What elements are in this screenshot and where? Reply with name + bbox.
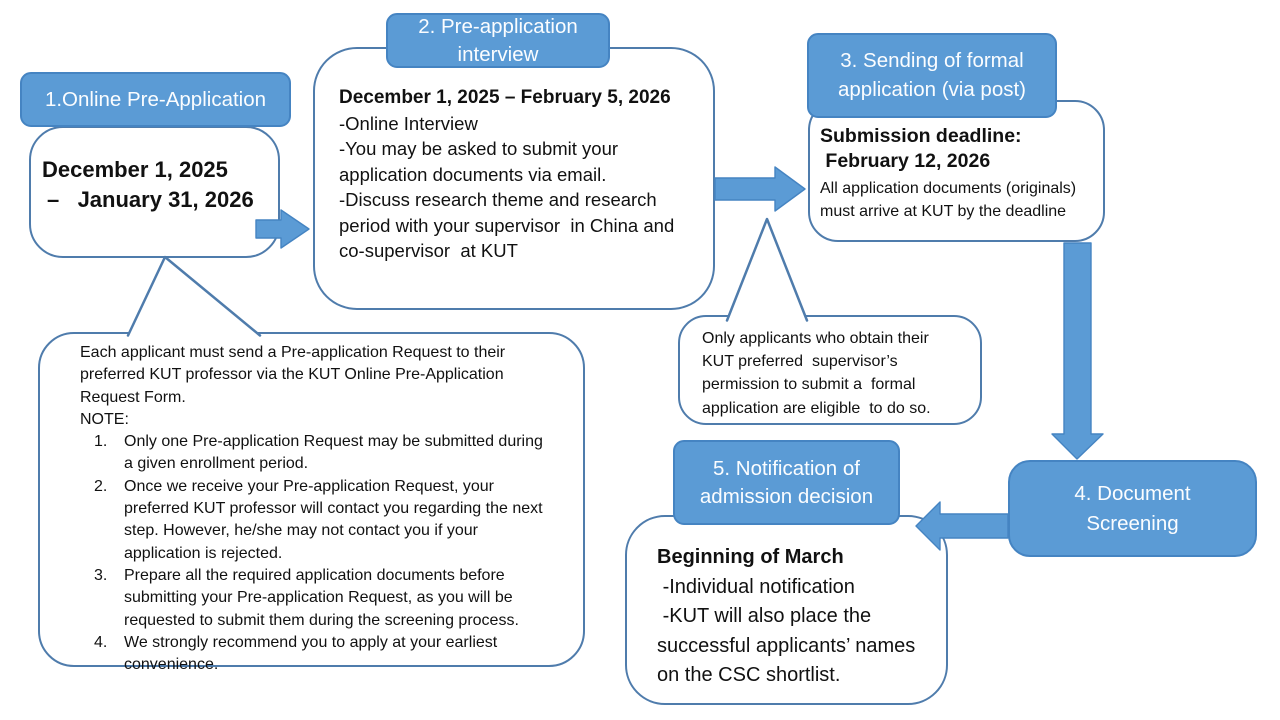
list-item-text: We strongly recommend you to apply at yo… [124,633,498,674]
step1-body-box: December 1, 2025 – January 31, 2026 [29,126,280,258]
list-item-text: Once we receive your Pre-application Req… [124,477,543,562]
step2-content: December 1, 2025 – February 5, 2026 -Onl… [315,49,713,264]
step2-title: 2. Pre-application interview [386,13,610,68]
eligibility-note-callout: Only applicants who obtain their KUT pre… [678,315,982,425]
arrow-right-step2-to-step3-icon [714,166,806,212]
step1-date-start: December 1, 2025 [42,157,228,182]
step1-title: 1.Online Pre-Application [20,72,291,127]
callout2-pointer [725,217,809,322]
list-item-number: 3. [94,566,108,584]
list-item-number: 1. [94,433,108,451]
step1-date-end: – January 31, 2026 [47,187,254,212]
list-item: 2. Once we receive your Pre-application … [94,476,577,565]
note-intro: Each applicant must send a Pre-applicati… [80,344,506,406]
step5-date: Beginning of March [657,546,844,568]
list-item: 4. We strongly recommend you to apply at… [94,632,577,677]
step3-note: All application documents (originals) mu… [820,180,1077,220]
list-item-number: 4. [94,633,108,651]
step4-box: 4. Document Screening [1008,460,1257,557]
step3-deadline: Submission deadline: February 12, 2026 [820,125,1022,172]
list-item: 3. Prepare all the required application … [94,565,577,632]
eligibility-note-text: Only applicants who obtain their KUT pre… [702,330,931,417]
step3-content: Submission deadline: February 12, 2026 A… [810,102,1103,223]
step5-body-box: Beginning of March -Individual notificat… [625,515,948,705]
step5-title: 5. Notification of admission decision [673,440,900,525]
list-item-number: 2. [94,477,108,495]
step1-dates: December 1, 2025 – January 31, 2026 [31,128,278,215]
step3-title: 3. Sending of formal application (via po… [807,33,1057,118]
list-item: 1. Only one Pre-application Request may … [94,431,577,476]
pre-application-note-content: Each applicant must send a Pre-applicati… [40,334,583,676]
list-item-text: Only one Pre-application Request may be … [124,433,543,473]
step3-body-box: Submission deadline: February 12, 2026 A… [808,100,1105,242]
step5-details: -Individual notification -KUT will also … [657,575,916,687]
note-label: NOTE: [80,410,129,428]
step2-body-box: December 1, 2025 – February 5, 2026 -Onl… [313,47,715,310]
arrow-down-step3-to-step4-icon [1051,242,1104,460]
step5-content: Beginning of March -Individual notificat… [627,517,946,691]
pre-application-note-callout: Each applicant must send a Pre-applicati… [38,332,585,673]
list-item-text: Prepare all the required application doc… [124,566,519,629]
callout1-pointer [126,255,262,337]
step2-details: -Online Interview -You may be asked to s… [339,112,675,262]
step2-date-range: December 1, 2025 – February 5, 2026 [339,87,671,108]
